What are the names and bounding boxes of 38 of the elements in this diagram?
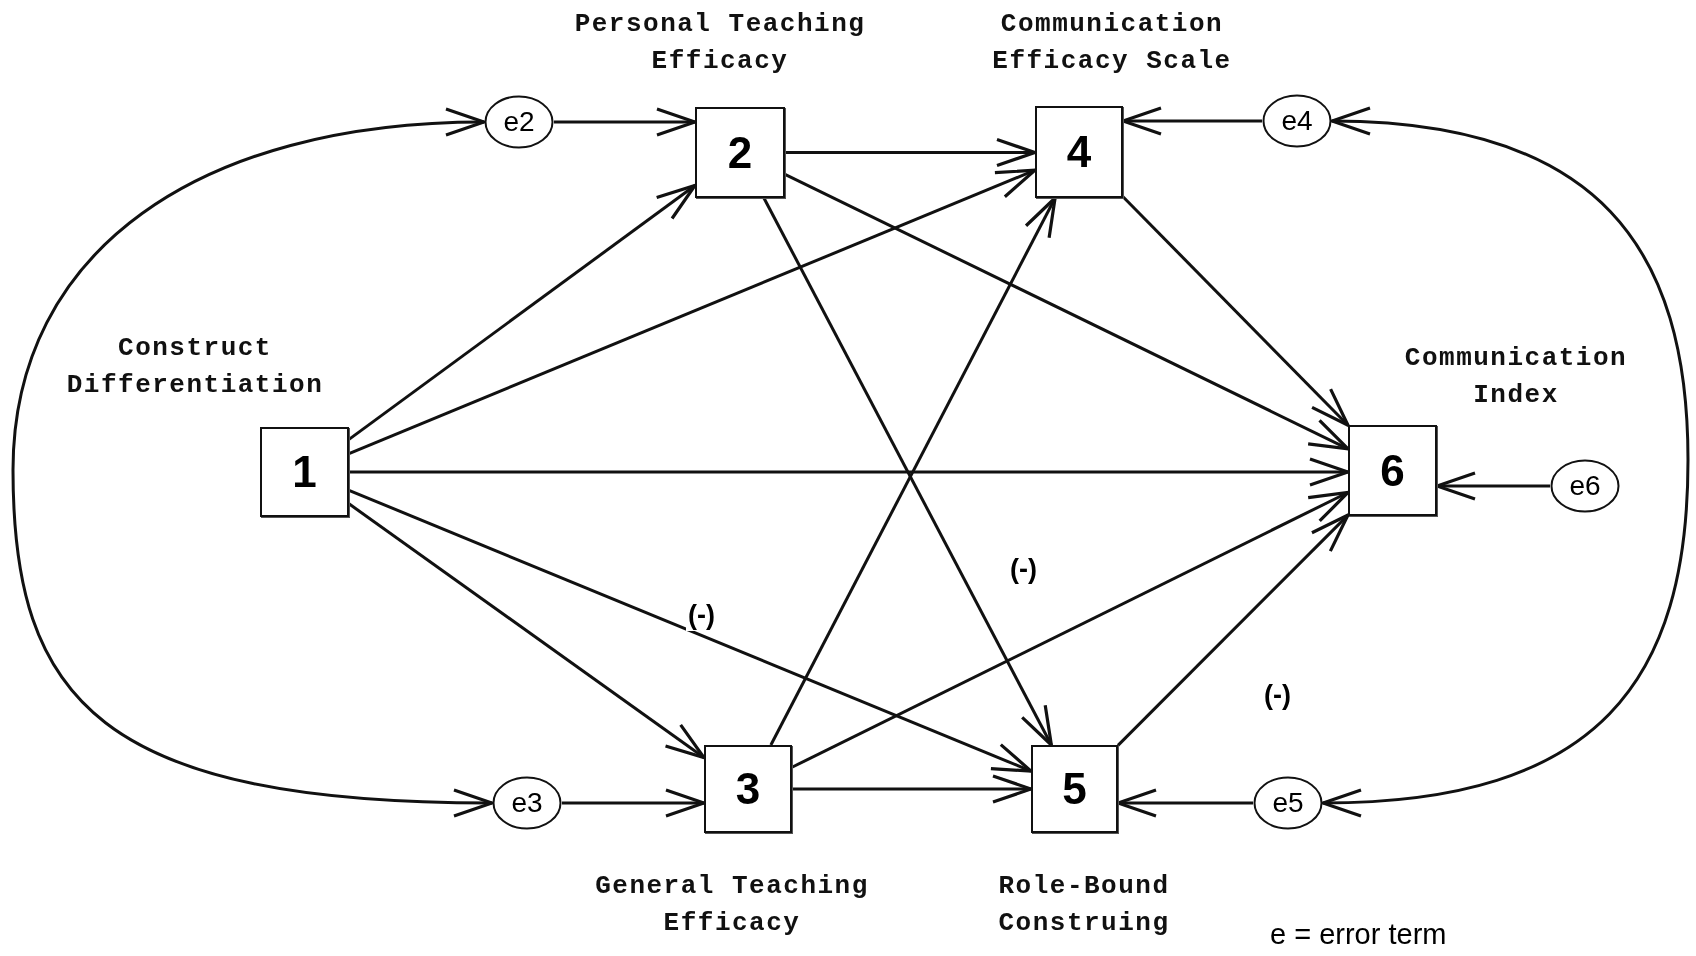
variable-number: 4 [1065,127,1093,177]
error-term-label: e6 [1568,470,1602,502]
arrow [348,502,706,760]
arrow [562,788,706,818]
arrow [792,774,1033,804]
note-text: e = error term [1270,918,1447,951]
variable-name: Construct Differentiation [65,332,325,402]
error-term-label: e5 [1271,787,1305,819]
arrow [348,488,1033,773]
arrow [791,490,1350,769]
arrow [784,173,1350,451]
curved-double-arrow [11,108,494,817]
curved-double-arrow [1321,108,1690,817]
error-term-label: e2 [502,106,536,138]
error-term-label: e4 [1280,105,1314,137]
error-term-ellipse [492,776,562,830]
arrow [1116,513,1350,747]
arrow [554,107,697,137]
error-term-ellipse [1550,459,1620,513]
error-term-ellipse [484,95,554,149]
variable-number: 2 [726,127,754,178]
error-term-label: e3 [510,787,544,819]
variable-number: 3 [734,764,762,814]
arrow [348,168,1037,455]
arrow [349,457,1350,487]
variable-name: Role-Bound Construing [997,870,1171,940]
error-term-ellipse [1262,94,1332,148]
variable-name: Communication Index [1403,342,1629,412]
variable-number: 5 [1061,764,1088,814]
variable-name: General Teaching Efficacy [594,870,870,940]
arrow [1121,195,1350,427]
variable-name: Personal Teaching Efficacy [573,8,867,78]
arrow [785,137,1037,168]
variable-number: 1 [291,447,318,497]
arrow [348,183,697,441]
error-term-ellipse [1253,776,1323,830]
variable-name: Communication Efficacy Scale [991,8,1233,78]
variable-number: 6 [1379,445,1406,496]
